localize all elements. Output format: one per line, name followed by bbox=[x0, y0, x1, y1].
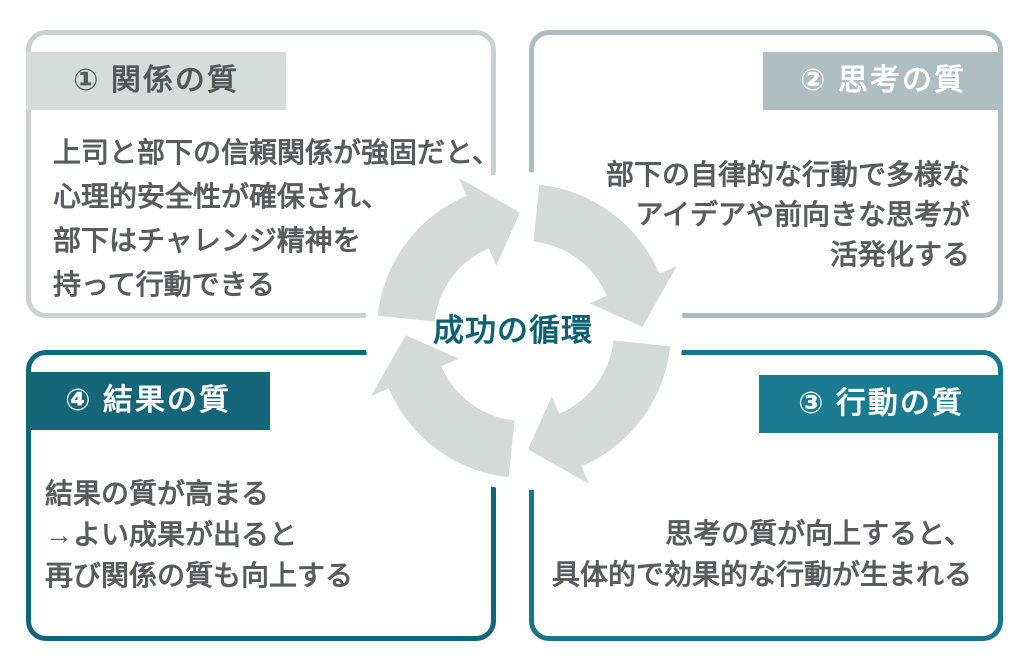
body-line: 心理的安全性が確保され、 bbox=[53, 181, 390, 212]
relations-arc-icon bbox=[377, 178, 520, 322]
body-line: →よい成果が出ると bbox=[45, 519, 298, 550]
cycle-arrows-icon bbox=[365, 172, 683, 490]
body-line: 再び関係の質も向上する bbox=[45, 560, 354, 591]
card-results-header: ④ 結果の質 bbox=[26, 372, 270, 430]
card-relations-header: ① 関係の質 bbox=[26, 52, 286, 110]
card-thinking-body: 部下の自律的な行動で多様な アイデアや前向きな思考が 活発化する bbox=[606, 155, 970, 275]
cycle-center-label: 成功の循環 bbox=[433, 313, 593, 348]
body-line: 部下の自律的な行動で多様な bbox=[605, 159, 970, 190]
card-results-body: 結果の質が高まる →よい成果が出ると 再び関係の質も向上する bbox=[45, 473, 353, 596]
body-line: 具体的で効果的な行動が生まれる bbox=[551, 559, 972, 590]
card-action-body: 思考の質が向上すると、 具体的で効果的な行動が生まれる bbox=[552, 513, 972, 595]
card-thinking-header: ② 思考の質 bbox=[763, 52, 1003, 110]
card-action: ③ 行動の質 思考の質が向上すると、 具体的で効果的な行動が生まれる bbox=[529, 350, 1003, 641]
body-line: 部下はチャレンジ精神を bbox=[53, 225, 361, 256]
body-line: 思考の質が向上すると、 bbox=[665, 518, 972, 549]
card-relations-body: 上司と部下の信頼関係が強固だと、 心理的安全性が確保され、 部下はチャレンジ精神… bbox=[53, 131, 500, 307]
body-line: 結果の質が高まる bbox=[45, 478, 270, 509]
card-action-header: ③ 行動の質 bbox=[759, 375, 1003, 433]
body-line: アイデアや前向きな思考が bbox=[635, 199, 970, 230]
body-line: 上司と部下の信頼関係が強固だと、 bbox=[53, 137, 500, 168]
body-line: 持って行動できる bbox=[53, 269, 276, 300]
card-relations: ① 関係の質 上司と部下の信頼関係が強固だと、 心理的安全性が確保され、 部下は… bbox=[26, 30, 500, 318]
body-line: 活発化する bbox=[829, 239, 970, 270]
